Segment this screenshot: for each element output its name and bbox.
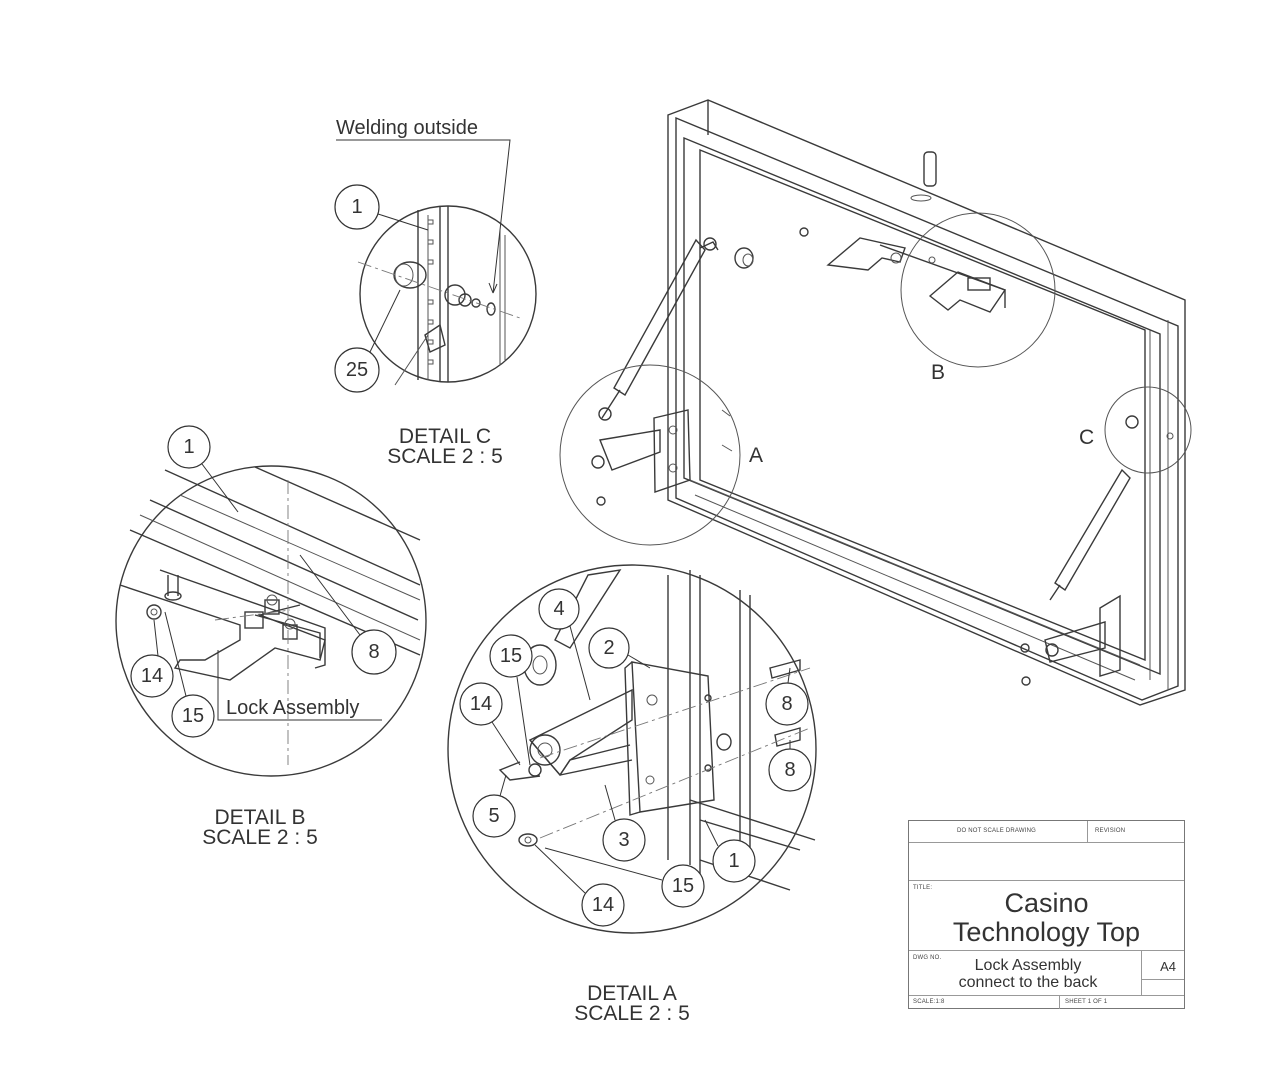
balloon: 5 — [472, 794, 516, 838]
revision-label: REVISION — [1095, 828, 1126, 834]
drawing-title: Casino Technology Top — [909, 889, 1184, 947]
balloon: 14 — [581, 883, 625, 927]
svg-text:3: 3 — [618, 829, 629, 851]
svg-text:15: 15 — [182, 705, 204, 727]
drawing-title-line-1: Casino — [1004, 888, 1089, 918]
detail-b-marker: B — [931, 361, 945, 384]
drawing-title-line-2: Technology Top — [952, 917, 1141, 947]
svg-text:8: 8 — [781, 693, 792, 715]
detail-c-marker: C — [1079, 426, 1094, 449]
drawing-number-line-2: connect to the back — [958, 974, 1098, 991]
detail-a-caption: DETAIL A SCALE 2 : 5 — [552, 982, 712, 1025]
balloon: 1 — [167, 425, 211, 469]
title-label: TITLE: — [913, 885, 933, 891]
svg-text:25: 25 — [346, 359, 368, 381]
svg-text:1: 1 — [183, 436, 194, 458]
detail-c-scale: SCALE 2 : 5 — [387, 445, 503, 468]
balloon: 1 — [712, 839, 756, 883]
svg-text:8: 8 — [368, 641, 379, 663]
balloon: 2 — [588, 627, 630, 669]
detail-c-caption: DETAIL C SCALE 2 : 5 — [365, 425, 525, 468]
svg-text:5: 5 — [488, 805, 499, 827]
sheet-size: A4 — [1160, 959, 1176, 974]
scale-label: SCALE:1:8 — [913, 999, 945, 1005]
balloon: 8 — [765, 682, 809, 726]
balloon: 14 — [130, 654, 174, 698]
balloon: 1 — [334, 184, 380, 230]
balloon: 8 — [351, 629, 397, 675]
sheet-label: SHEET 1 OF 1 — [1065, 999, 1108, 1005]
drawing-number-line-1: Lock Assembly — [974, 957, 1082, 974]
balloon: 3 — [602, 818, 646, 862]
dwg-no-label: DWG NO. — [913, 955, 942, 961]
detail-a-view — [447, 564, 817, 934]
title-block-title-row: TITLE: — [909, 881, 1184, 951]
detail-c-callout-circle — [1104, 386, 1192, 474]
title-block-blank-row — [909, 843, 1184, 881]
svg-text:1: 1 — [351, 196, 362, 218]
svg-text:14: 14 — [592, 894, 614, 916]
lock-assembly-label: Lock Assembly — [226, 697, 359, 719]
title-block-header-row: DO NOT SCALE DRAWING REVISION — [909, 821, 1184, 843]
svg-text:8: 8 — [784, 759, 795, 781]
title-block: DO NOT SCALE DRAWING REVISION TITLE: Cas… — [908, 820, 1185, 1009]
balloon: 8 — [768, 748, 812, 792]
detail-a-name: DETAIL A — [587, 982, 677, 1005]
detail-a-scale: SCALE 2 : 5 — [574, 1002, 690, 1025]
title-block-dwg-row: DWG NO. — [909, 951, 1184, 996]
svg-text:2: 2 — [603, 637, 614, 659]
balloon: 15 — [661, 864, 705, 908]
detail-a-callout-circle — [559, 364, 741, 546]
balloon: 15 — [171, 694, 215, 738]
detail-c-view — [357, 205, 537, 386]
detail-b-view — [115, 465, 427, 777]
detail-a-marker: A — [749, 444, 763, 467]
svg-text:1: 1 — [728, 850, 739, 872]
balloon: 25 — [334, 347, 380, 393]
detail-b-name: DETAIL B — [214, 806, 306, 829]
svg-text:4: 4 — [553, 598, 564, 620]
do-not-scale-note: DO NOT SCALE DRAWING — [957, 828, 1037, 834]
main-frame-view — [591, 99, 1186, 706]
detail-b-scale: SCALE 2 : 5 — [202, 826, 318, 849]
detail-c-name: DETAIL C — [398, 425, 492, 448]
welding-outside-label: Welding outside — [336, 117, 478, 139]
svg-text:15: 15 — [500, 645, 522, 667]
detail-b-caption: DETAIL B SCALE 2 : 5 — [180, 806, 340, 849]
detail-b-callout-circle — [900, 212, 1056, 368]
drawing-number: Lock Assembly connect to the back — [915, 957, 1141, 991]
svg-text:14: 14 — [470, 693, 492, 715]
balloon: 4 — [538, 588, 580, 630]
balloon: 14 — [459, 682, 503, 726]
svg-text:14: 14 — [141, 665, 163, 687]
svg-text:15: 15 — [672, 875, 694, 897]
balloon: 15 — [489, 634, 533, 678]
title-block-footer-row: SCALE:1:8 SHEET 1 OF 1 — [909, 996, 1184, 1009]
